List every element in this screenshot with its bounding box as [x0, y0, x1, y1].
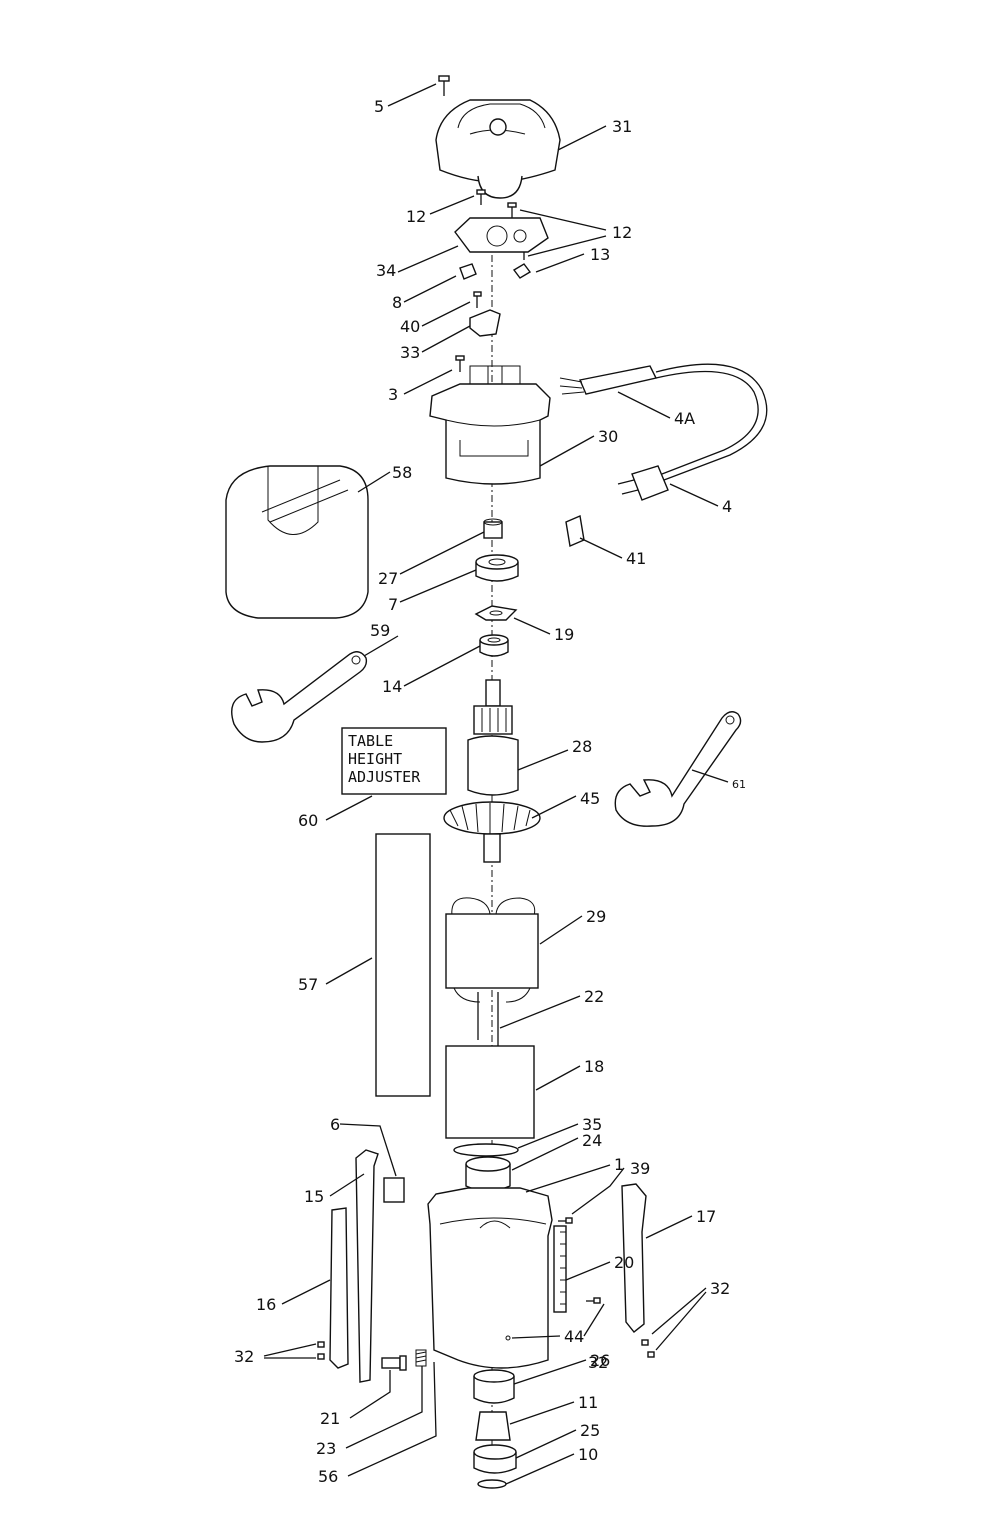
callout-12-left: 12 — [406, 207, 426, 226]
callout-45: 45 — [580, 789, 600, 808]
part-19-retainer — [474, 605, 518, 621]
part-29-field — [445, 897, 539, 1003]
part-7-bearing — [475, 554, 519, 582]
callout-57: 57 — [298, 975, 318, 994]
callout-41: 41 — [626, 549, 646, 568]
label-line-2: HEIGHT — [348, 750, 402, 768]
callout-28: 28 — [572, 737, 592, 756]
callout-4: 4 — [722, 497, 732, 516]
part-32-screw-center — [586, 1297, 601, 1304]
part-3-screw — [455, 355, 465, 372]
part-45-fan — [443, 801, 541, 863]
part-27-bearing — [483, 518, 503, 539]
callout-23: 23 — [316, 1439, 336, 1458]
part-4-plug — [617, 465, 669, 501]
part-14-bearing — [479, 634, 509, 657]
callout-61: 61 — [732, 778, 746, 791]
callout-24: 24 — [582, 1131, 602, 1150]
part-1-housing — [427, 1187, 553, 1369]
part-30-housing — [429, 365, 551, 485]
part-5-screw — [438, 75, 450, 96]
callout-22: 22 — [584, 987, 604, 1006]
callout-59: 59 — [370, 621, 390, 640]
part-32-screws-right — [641, 1339, 655, 1358]
part-59-wrench — [231, 651, 368, 743]
callout-21: 21 — [320, 1409, 340, 1428]
callout-7: 7 — [388, 595, 398, 614]
part-32-screws-left — [317, 1341, 325, 1360]
callout-58: 58 — [392, 463, 412, 482]
callout-35: 35 — [582, 1115, 602, 1134]
callout-31: 31 — [612, 117, 632, 136]
part-15-lever — [355, 1149, 379, 1383]
callout-32-center: 32 — [588, 1353, 608, 1372]
part-31-top-cap — [435, 99, 561, 199]
part-58-case — [225, 465, 369, 619]
part-41-wire-nut — [565, 515, 585, 547]
callout-6: 6 — [330, 1115, 340, 1134]
callout-14: 14 — [382, 677, 402, 696]
callout-30: 30 — [598, 427, 618, 446]
callout-32-right: 32 — [710, 1279, 730, 1298]
part-60-table-height-adjuster-label: TABLE HEIGHT ADJUSTER — [341, 727, 447, 795]
part-18-baffle — [445, 1045, 535, 1139]
part-40-screw — [473, 291, 482, 308]
callout-8: 8 — [392, 293, 402, 312]
callout-33: 33 — [400, 343, 420, 362]
part-28-armature — [467, 679, 519, 796]
callout-12-right: 12 — [612, 223, 632, 242]
callout-5: 5 — [374, 97, 384, 116]
callout-27: 27 — [378, 569, 398, 588]
part-11-collet — [475, 1411, 511, 1441]
callout-56: 56 — [318, 1467, 338, 1486]
part-57-strip — [375, 833, 431, 1097]
label-line-1: TABLE — [348, 732, 393, 750]
part-13-clip — [512, 263, 532, 279]
part-61-wrench — [614, 711, 742, 827]
callout-18: 18 — [584, 1057, 604, 1076]
callout-16: 16 — [256, 1295, 276, 1314]
callout-4A: 4A — [674, 409, 695, 428]
leader-lines — [263, 83, 729, 1485]
part-26-collet-nut-base — [473, 1369, 515, 1404]
part-33-switch — [469, 309, 501, 337]
part-24-bearing — [465, 1156, 511, 1192]
callout-25: 25 — [580, 1421, 600, 1440]
part-6-switch — [383, 1177, 405, 1203]
callout-20: 20 — [614, 1253, 634, 1272]
callout-3: 3 — [388, 385, 398, 404]
callout-34: 34 — [376, 261, 396, 280]
callout-10: 10 — [578, 1445, 598, 1464]
callout-40: 40 — [400, 317, 420, 336]
part-23-spring — [415, 1349, 427, 1367]
part-39-screw — [558, 1217, 573, 1224]
part-4A-cord — [559, 363, 768, 481]
part-17-handle — [621, 1183, 647, 1333]
part-35-ring — [453, 1143, 519, 1157]
part-8-brush — [459, 263, 477, 280]
part-25-nut — [473, 1444, 517, 1474]
callout-numbers: 5 31 12 12 13 34 8 40 33 3 4A 30 4 58 41… — [234, 97, 746, 1486]
callout-17: 17 — [696, 1207, 716, 1226]
callout-13: 13 — [590, 245, 610, 264]
callout-44: 44 — [564, 1327, 584, 1346]
callout-19: 19 — [554, 625, 574, 644]
part-34-plate — [454, 217, 549, 253]
part-10-o-ring — [477, 1479, 507, 1489]
callout-60: 60 — [298, 811, 318, 830]
callout-39: 39 — [630, 1159, 650, 1178]
label-line-3: ADJUSTER — [348, 768, 421, 786]
callout-1: 1 — [614, 1155, 624, 1174]
part-20-scale — [553, 1225, 567, 1313]
callout-32-left: 32 — [234, 1347, 254, 1366]
part-21-pin — [381, 1355, 407, 1371]
callout-29: 29 — [586, 907, 606, 926]
callout-26: 26 — [590, 1351, 610, 1370]
callout-11: 11 — [578, 1393, 598, 1412]
part-16-handle — [329, 1207, 349, 1369]
callout-15: 15 — [304, 1187, 324, 1206]
